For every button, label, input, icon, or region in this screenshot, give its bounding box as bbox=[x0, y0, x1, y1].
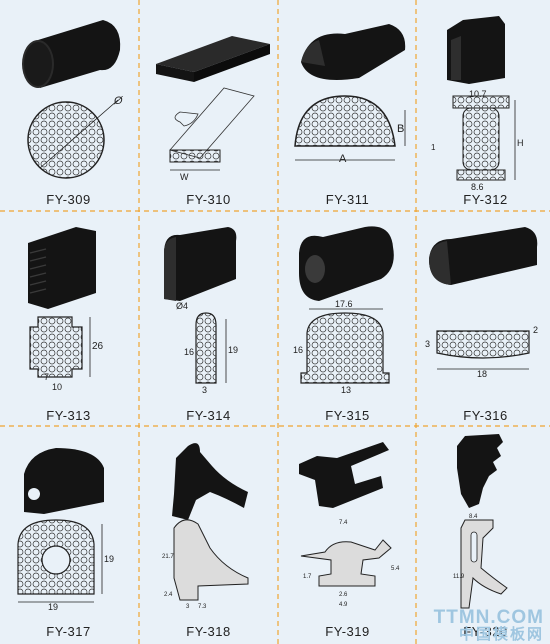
site-watermark: TTMN.COM 中国模板网 bbox=[434, 608, 544, 642]
dim-label: 2.6 bbox=[339, 592, 348, 598]
dim-label: 19 bbox=[228, 345, 238, 355]
dim-label: 3 bbox=[425, 339, 430, 349]
dim-label: B bbox=[397, 123, 404, 135]
product-cell-fy-314: Ø4 16 19 3 FY-314 bbox=[140, 213, 277, 428]
dim-label: 21.7 bbox=[162, 554, 174, 560]
dim-label: 3 bbox=[202, 385, 207, 395]
product-drawing-fy-310: W bbox=[156, 36, 270, 182]
product-drawing-fy-320: 8.4 11.9 bbox=[453, 434, 508, 609]
dim-label: 19 bbox=[48, 602, 58, 612]
dim-label: 8.4 bbox=[469, 514, 478, 520]
dim-label: 11.9 bbox=[453, 574, 465, 580]
product-cell-fy-313: 26 7 10 FY-313 bbox=[0, 213, 137, 428]
product-code: FY-317 bbox=[46, 624, 91, 639]
product-cell-fy-320: 8.4 11.9 FY-320 bbox=[417, 428, 550, 643]
dim-label: 16 bbox=[184, 347, 194, 357]
product-code: FY-310 bbox=[186, 192, 231, 207]
dim-label: 1 bbox=[431, 143, 436, 152]
product-cell-fy-310: W FY-310 bbox=[140, 0, 277, 215]
product-code: FY-320 bbox=[463, 624, 508, 639]
product-cell-fy-317: 19 19 FY-317 bbox=[0, 428, 137, 643]
dim-label: 18 bbox=[477, 369, 487, 379]
product-drawing-fy-315: 17.6 16 13 bbox=[293, 226, 394, 395]
product-drawing-fy-314: Ø4 16 19 3 bbox=[164, 227, 238, 395]
product-drawing-fy-312: 10.7 H 1 8.6 bbox=[431, 16, 524, 192]
product-cell-fy-309: Ø FY-309 bbox=[0, 0, 137, 215]
product-drawing-fy-316: 3 2 18 bbox=[425, 227, 538, 379]
dim-label: 17.6 bbox=[335, 299, 353, 309]
dim-label: 7.3 bbox=[198, 604, 207, 610]
product-code: FY-313 bbox=[46, 408, 91, 423]
watermark-url: TTMN.COM bbox=[433, 607, 544, 628]
dim-label: A bbox=[339, 153, 347, 165]
dim-label: Ø bbox=[113, 95, 124, 107]
product-code: FY-311 bbox=[325, 192, 370, 207]
product-cell-fy-318: 21.7 7.3 2.4 3 FY-318 bbox=[140, 428, 277, 643]
product-cell-fy-319: 7.4 5.4 2.6 4.9 1.7 FY-319 bbox=[279, 428, 416, 643]
product-drawing-fy-313: 26 7 10 bbox=[28, 227, 104, 392]
dim-label: 16 bbox=[293, 345, 303, 355]
dim-label: 2 bbox=[533, 325, 538, 335]
dim-label: 5.4 bbox=[391, 566, 400, 572]
dim-label: H bbox=[517, 138, 524, 148]
product-drawing-fy-311: A B bbox=[294, 24, 406, 165]
product-cell-fy-315: 17.6 16 13 FY-315 bbox=[279, 213, 416, 428]
product-code: FY-312 bbox=[463, 192, 508, 207]
watermark-site-name: 中国模板网 bbox=[458, 625, 544, 643]
dim-label: 7.4 bbox=[339, 520, 348, 526]
dim-label: W bbox=[180, 172, 189, 182]
dim-label: 8.6 bbox=[471, 182, 484, 192]
product-cell-fy-311: A B FY-311 bbox=[279, 0, 416, 215]
product-cell-fy-316: 3 2 18 FY-316 bbox=[417, 213, 550, 428]
product-drawing-fy-318: 21.7 7.3 2.4 3 bbox=[162, 443, 249, 610]
product-code: FY-316 bbox=[463, 408, 508, 423]
dim-label: 26 bbox=[92, 341, 104, 352]
dim-label: 1.7 bbox=[303, 574, 312, 580]
dim-label: 10.7 bbox=[469, 89, 487, 99]
product-drawing-fy-319: 7.4 5.4 2.6 4.9 1.7 bbox=[299, 442, 400, 608]
dim-label: 10 bbox=[52, 382, 62, 392]
product-drawing-fy-309: Ø bbox=[22, 20, 124, 179]
dim-label: 19 bbox=[104, 554, 114, 564]
product-cell-fy-312: 10.7 H 1 8.6 FY-312 bbox=[417, 0, 550, 215]
dim-label: Ø4 bbox=[176, 301, 188, 311]
product-code: FY-319 bbox=[325, 624, 370, 639]
product-drawing-fy-317: 19 19 bbox=[17, 448, 114, 612]
dim-label: 2.4 bbox=[164, 592, 173, 598]
dim-label: 13 bbox=[341, 385, 351, 395]
product-code: FY-309 bbox=[46, 192, 91, 207]
dim-label: 4.9 bbox=[339, 602, 348, 608]
product-code: FY-315 bbox=[325, 408, 370, 423]
product-code: FY-314 bbox=[186, 408, 231, 423]
dim-label: 7 bbox=[44, 372, 49, 382]
product-code: FY-318 bbox=[186, 624, 231, 639]
dim-label: 3 bbox=[186, 604, 190, 610]
